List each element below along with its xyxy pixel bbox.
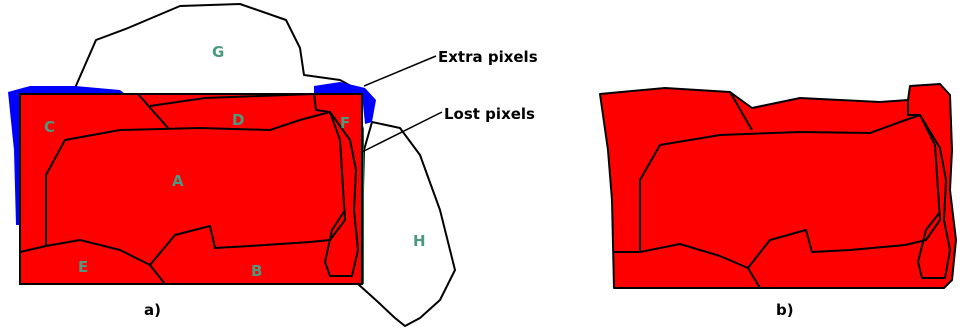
region-label-h: H	[413, 232, 426, 250]
lost-pixels-leader	[362, 112, 442, 152]
panel-a-label: a)	[144, 301, 161, 319]
region-label-a: A	[172, 172, 184, 190]
region-label-f: F	[340, 114, 350, 132]
segmented-shape-b	[600, 84, 956, 288]
region-label-b: B	[251, 262, 262, 280]
panel-b-label: b)	[776, 301, 794, 319]
region-label-c: C	[44, 118, 55, 136]
segment-rect-a	[20, 94, 362, 284]
panel-b: b)	[600, 84, 956, 319]
region-label-d: D	[232, 111, 244, 129]
extra-pixels-leader	[364, 56, 436, 86]
extra-pixels-label: Extra pixels	[438, 48, 538, 66]
region-h	[358, 122, 455, 326]
region-label-g: G	[212, 43, 224, 61]
region-label-e: E	[78, 258, 88, 276]
lost-pixels-label: Lost pixels	[444, 105, 535, 123]
panel-a: G C D F A H E B Extra pixels Lost pixels…	[8, 4, 538, 326]
